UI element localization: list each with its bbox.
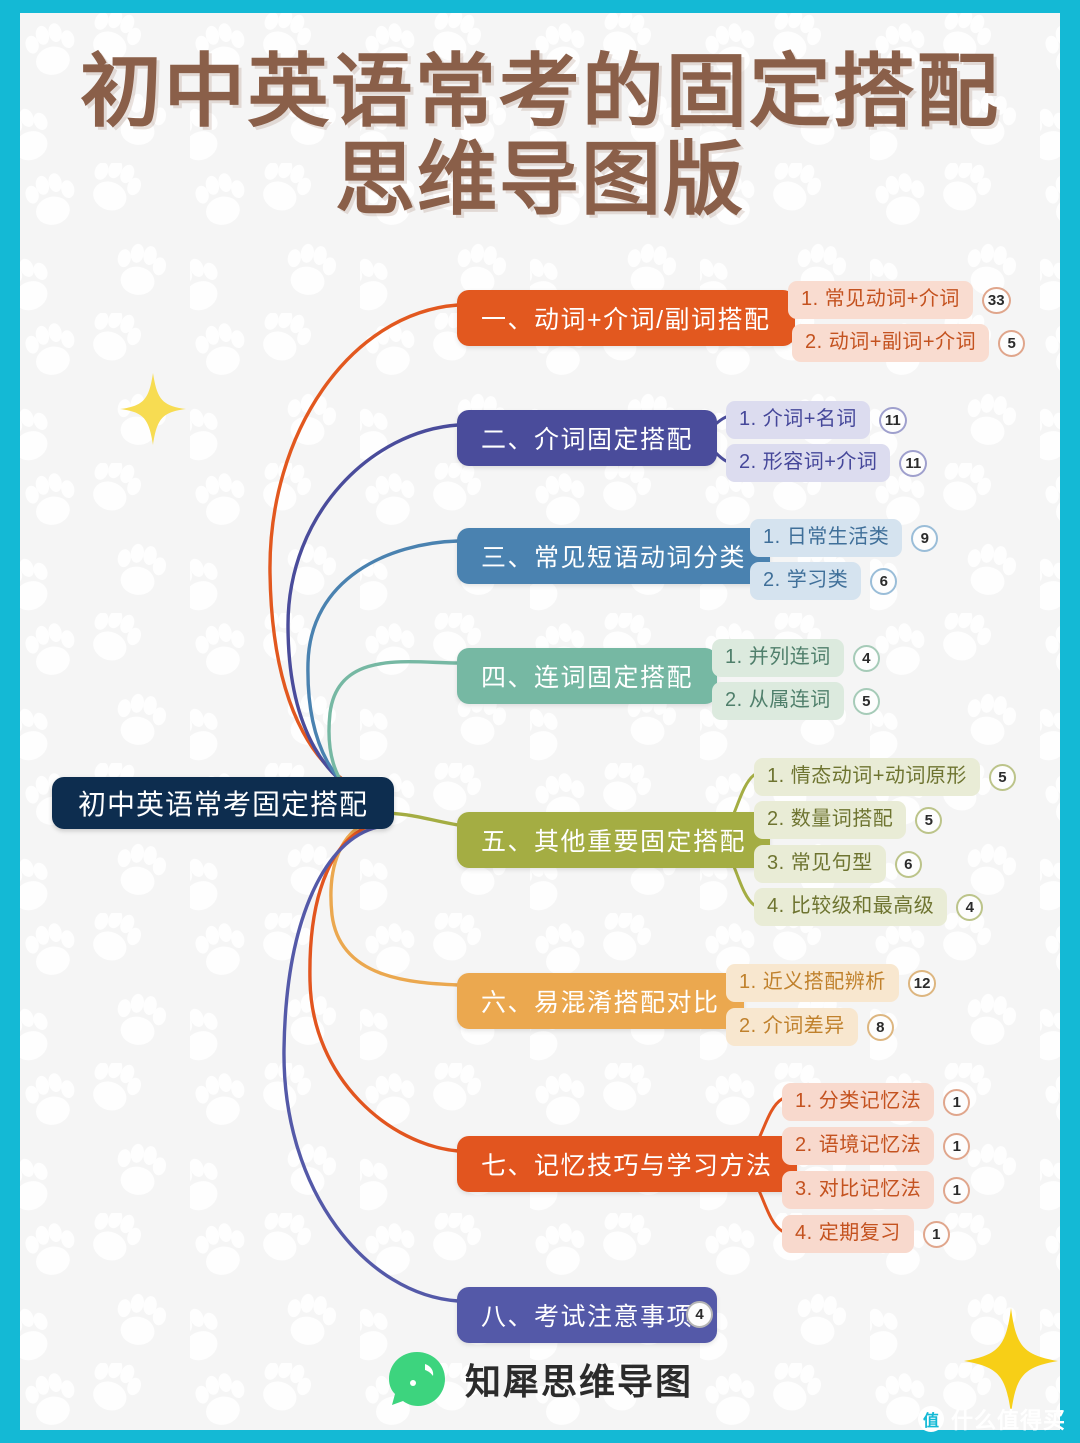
title-line-1: 初中英语常考的固定搭配	[79, 45, 1001, 138]
sub-node-3-2[interactable]: 2. 学习类 6	[750, 562, 898, 600]
sub-node-3-1-label: 1. 日常生活类	[750, 519, 903, 557]
connector-root-b1	[268, 303, 460, 797]
sub-node-4-1-label: 1. 并列连词	[712, 639, 844, 677]
sub-node-4-2[interactable]: 2. 从属连词 5	[712, 682, 880, 720]
sub-node-7-1[interactable]: 1. 分类记忆法 1	[782, 1083, 971, 1121]
sub-node-2-1-badge: 11	[878, 406, 907, 434]
sub-node-2-2[interactable]: 2. 形容词+介词 11	[726, 444, 928, 482]
sub-node-7-4[interactable]: 4. 定期复习 1	[782, 1215, 950, 1253]
watermark-text: 什么值得买	[950, 1408, 1066, 1433]
branch-node-4-label: 四、连词固定搭配	[481, 664, 694, 692]
branch-node-7[interactable]: 七、记忆技巧与学习方法	[457, 1136, 797, 1192]
poster-canvas: 初中英语常考的固定搭配 思维导图版	[20, 13, 1060, 1430]
sub-node-5-2-label: 2. 数量词搭配	[754, 801, 907, 839]
sub-node-4-1[interactable]: 1. 并列连词 4	[712, 639, 880, 677]
sub-node-2-2-label: 2. 形容词+介词	[726, 444, 891, 482]
branch-node-8-badge-wrap: 4	[686, 1301, 713, 1328]
sparkle-icon-top-left	[120, 373, 186, 445]
branch-node-8-badge: 4	[686, 1301, 713, 1328]
sub-node-4-1-badge: 4	[852, 644, 880, 672]
sub-node-5-2-badge: 5	[915, 806, 943, 834]
branch-node-6-label: 六、易混淆搭配对比	[481, 989, 720, 1017]
sub-node-7-1-label: 1. 分类记忆法	[782, 1083, 935, 1121]
branch-node-4[interactable]: 四、连词固定搭配	[457, 648, 718, 704]
sub-node-7-2-badge: 1	[943, 1132, 971, 1160]
branch-node-2-label: 二、介词固定搭配	[481, 426, 694, 454]
sub-node-3-1[interactable]: 1. 日常生活类 9	[750, 519, 939, 557]
branch-node-3-label: 三、常见短语动词分类	[481, 544, 747, 572]
sub-node-6-1-label: 1. 近义搭配辨析	[726, 964, 899, 1002]
sub-node-5-1[interactable]: 1. 情态动词+动词原形 5	[754, 758, 1016, 796]
poster-title: 初中英语常考的固定搭配 思维导图版	[20, 51, 1060, 220]
connector-root-b3	[306, 539, 460, 805]
sub-node-6-1[interactable]: 1. 近义搭配辨析 12	[726, 964, 937, 1002]
sub-node-1-1[interactable]: 1. 常见动词+介词 33	[788, 281, 1011, 319]
sub-node-1-1-badge: 33	[981, 286, 1011, 314]
rhino-logo-icon	[388, 1352, 445, 1406]
branch-node-5[interactable]: 五、其他重要固定搭配	[457, 812, 771, 868]
sub-node-5-4[interactable]: 4. 比较级和最高级 4	[754, 888, 984, 926]
title-line-2: 思维导图版	[335, 132, 745, 226]
sub-node-6-2-label: 2. 介词差异	[726, 1008, 858, 1046]
branch-node-1[interactable]: 一、动词+介词/副词搭配	[457, 290, 795, 346]
sub-node-5-1-badge: 5	[988, 763, 1016, 791]
connector-root-b8	[282, 825, 460, 1303]
watermark-badge-icon: 值	[917, 1406, 944, 1432]
footer-brand: 知犀思维导图	[20, 1350, 1060, 1408]
sub-node-2-1[interactable]: 1. 介词+名词 11	[726, 401, 907, 439]
branch-node-7-label: 七、记忆技巧与学习方法	[481, 1152, 773, 1180]
sub-node-6-2-badge: 8	[866, 1013, 894, 1041]
sub-node-7-4-label: 4. 定期复习	[782, 1215, 914, 1253]
sub-node-3-2-badge: 6	[870, 567, 898, 595]
sub-node-6-2[interactable]: 2. 介词差异 8	[726, 1008, 894, 1046]
sub-node-7-3[interactable]: 3. 对比记忆法 1	[782, 1171, 971, 1209]
sub-node-5-2[interactable]: 2. 数量词搭配 5	[754, 801, 943, 839]
sub-node-3-1-badge: 9	[911, 524, 939, 552]
branch-node-5-label: 五、其他重要固定搭配	[481, 828, 747, 856]
connector-root-b6	[329, 817, 460, 987]
branch-node-8-label: 八、考试注意事项	[481, 1303, 694, 1331]
sub-node-7-2-label: 2. 语境记忆法	[782, 1127, 935, 1165]
branch-node-3[interactable]: 三、常见短语动词分类	[457, 528, 771, 584]
sub-node-1-1-label: 1. 常见动词+介词	[788, 281, 973, 319]
sub-node-2-2-badge: 11	[899, 449, 928, 477]
sub-node-1-2[interactable]: 2. 动词+副词+介词 5	[792, 324, 1026, 362]
sub-node-4-2-badge: 5	[852, 687, 880, 715]
sub-node-7-1-badge: 1	[943, 1088, 971, 1116]
sub-node-4-2-label: 2. 从属连词	[712, 682, 844, 720]
sub-node-5-4-label: 4. 比较级和最高级	[754, 888, 948, 926]
sub-node-7-3-label: 3. 对比记忆法	[782, 1171, 935, 1209]
watermark: 值 什么值得买	[917, 1403, 1066, 1435]
sub-node-1-2-badge: 5	[998, 329, 1026, 357]
sub-node-2-1-label: 1. 介词+名词	[726, 401, 870, 439]
branch-node-8[interactable]: 八、考试注意事项	[457, 1287, 718, 1343]
sub-node-6-1-badge: 12	[907, 969, 937, 997]
root-node-label: 初中英语常考固定搭配	[78, 789, 369, 820]
sub-node-5-3-label: 3. 常见句型	[754, 845, 886, 883]
connector-root-b2	[286, 423, 460, 801]
footer-brand-text: 知犀思维导图	[464, 1361, 693, 1402]
sub-node-1-2-label: 2. 动词+副词+介词	[792, 324, 990, 362]
sub-node-5-4-badge: 4	[956, 893, 984, 921]
sub-node-3-2-label: 2. 学习类	[750, 562, 862, 600]
root-node[interactable]: 初中英语常考固定搭配	[52, 777, 395, 829]
branch-node-6[interactable]: 六、易混淆搭配对比	[457, 973, 744, 1029]
sub-node-7-2[interactable]: 2. 语境记忆法 1	[782, 1127, 971, 1165]
branch-node-2[interactable]: 二、介词固定搭配	[457, 410, 718, 466]
branch-node-1-label: 一、动词+介词/副词搭配	[481, 306, 771, 334]
sub-node-5-1-label: 1. 情态动词+动词原形	[754, 758, 980, 796]
sub-node-5-3[interactable]: 3. 常见句型 6	[754, 845, 922, 883]
sub-node-7-4-badge: 1	[922, 1220, 950, 1248]
sub-node-5-3-badge: 6	[894, 850, 922, 878]
sub-node-7-3-badge: 1	[943, 1176, 971, 1204]
